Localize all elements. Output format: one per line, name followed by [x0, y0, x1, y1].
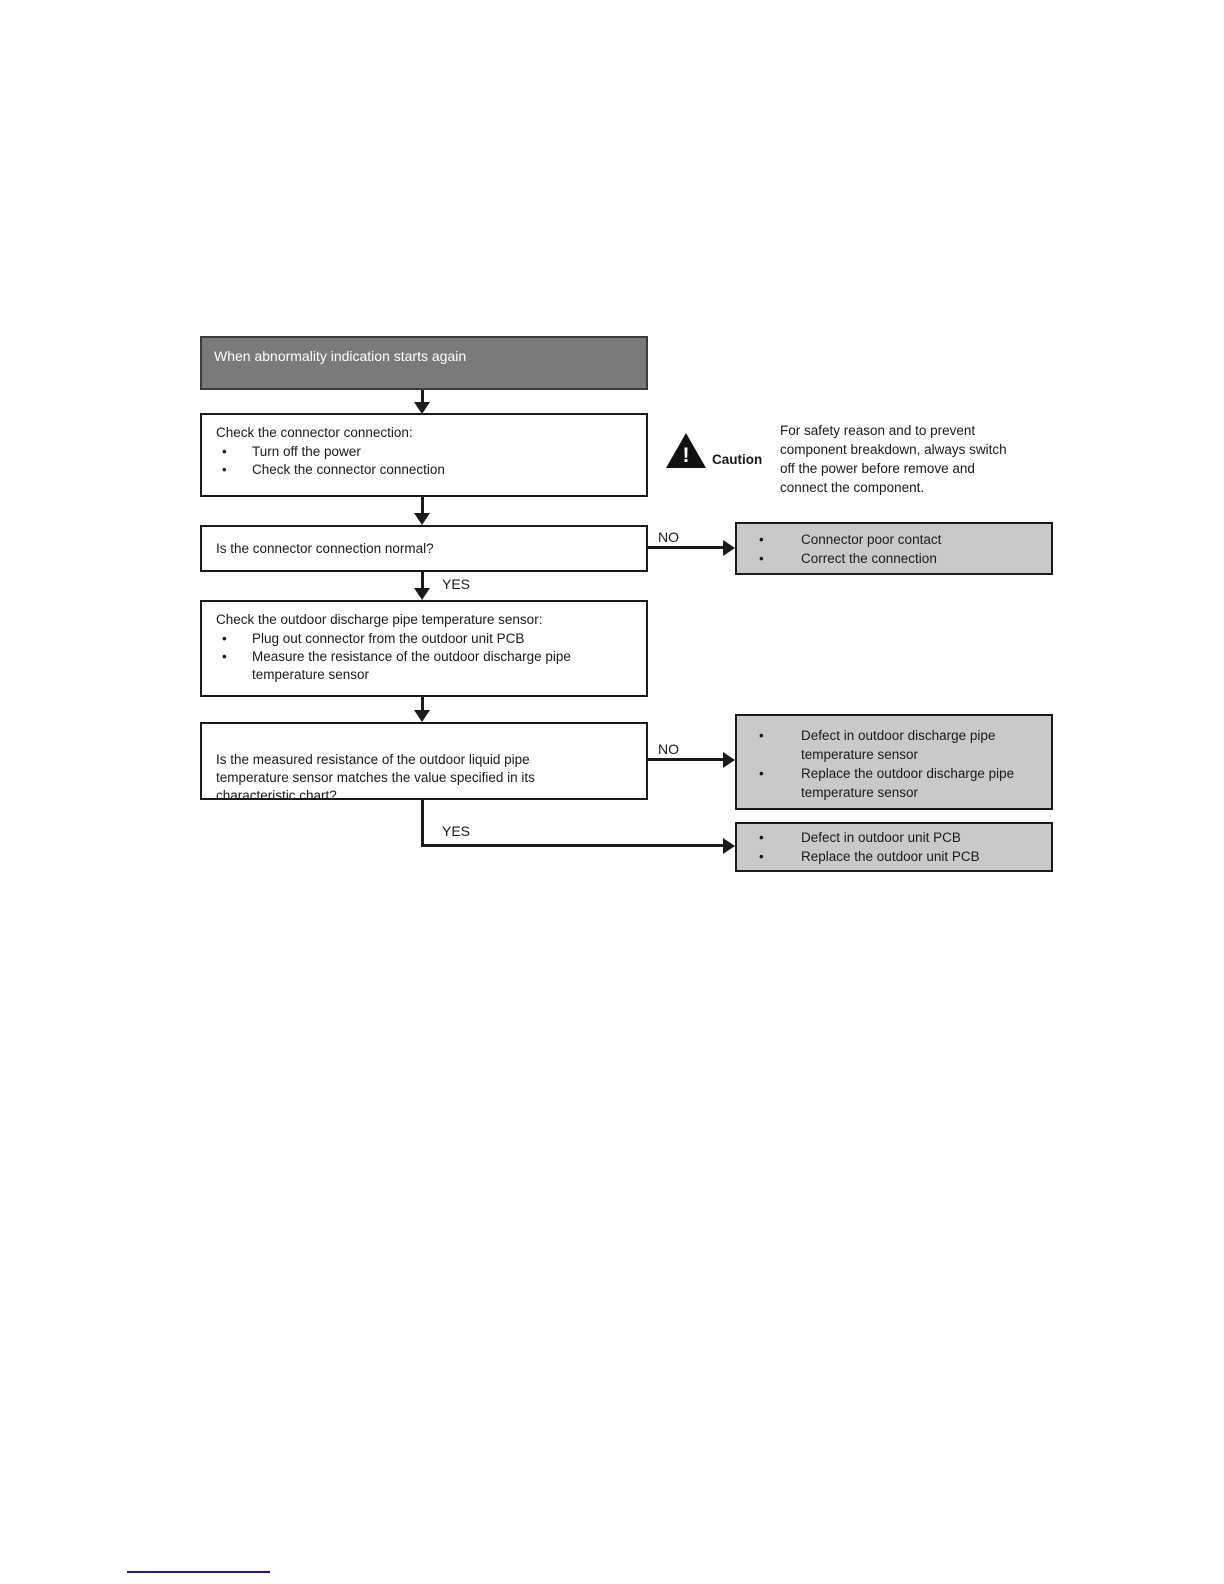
- flow-connector-line: [421, 572, 424, 590]
- branch-label-yes: YES: [442, 576, 471, 592]
- bullet-icon: •: [222, 631, 227, 646]
- flow-node-check-sensor: Check the outdoor discharge pipe tempera…: [200, 600, 648, 697]
- list-item: • Replace the outdoor discharge pipe tem…: [745, 764, 1043, 802]
- list-item: • Correct the connection: [745, 549, 1043, 568]
- flow-node-result-sensor-defect: • Defect in outdoor discharge pipe tempe…: [735, 714, 1053, 810]
- list-item-text: Plug out connector from the outdoor unit…: [252, 631, 525, 646]
- arrow-right-icon: [723, 540, 735, 556]
- list-item: • Connector poor contact: [745, 530, 1043, 549]
- list-item-text: Defect in outdoor discharge pipe tempera…: [801, 728, 996, 762]
- flow-question-text: Is the connector connection normal?: [216, 540, 434, 556]
- arrow-down-icon: [414, 710, 430, 722]
- flow-node-title: Check the connector connection:: [216, 425, 413, 440]
- flow-node-title: Check the outdoor discharge pipe tempera…: [216, 612, 543, 627]
- flow-node-question-connector: Is the connector connection normal?: [200, 525, 648, 572]
- list-item-text: Correct the connection: [801, 550, 937, 566]
- flow-node-start-label: When abnormality indication starts again: [214, 348, 467, 364]
- list-item: • Plug out connector from the outdoor un…: [216, 630, 634, 648]
- list-item: • Measure the resistance of the outdoor …: [216, 648, 634, 684]
- list-item-text: Measure the resistance of the outdoor di…: [252, 649, 571, 682]
- branch-label-no: NO: [658, 741, 679, 757]
- list-item-text: Replace the outdoor discharge pipe tempe…: [801, 766, 1015, 800]
- list-item-text: Turn off the power: [252, 444, 361, 459]
- arrow-right-icon: [723, 838, 735, 854]
- bullet-icon: •: [759, 830, 764, 845]
- list-item-text: Check the connector connection: [252, 462, 445, 477]
- list-item: • Replace the outdoor unit PCB: [745, 847, 1043, 866]
- arrow-down-icon: [414, 588, 430, 600]
- branch-label-yes: YES: [442, 823, 471, 839]
- branch-label-no: NO: [658, 529, 679, 545]
- flow-node-result-pcb-defect: • Defect in outdoor unit PCB • Replace t…: [735, 822, 1053, 872]
- list-item-text: Defect in outdoor unit PCB: [801, 830, 961, 845]
- bullet-list: • Connector poor contact • Correct the c…: [737, 530, 1051, 568]
- flow-node-check-connector: Check the connector connection: • Turn o…: [200, 413, 648, 497]
- bullet-icon: •: [759, 849, 764, 864]
- exclamation-glyph: !: [682, 444, 690, 467]
- flow-connector-line: [421, 697, 424, 711]
- flow-connector-line: [421, 390, 424, 404]
- bullet-list: • Defect in outdoor discharge pipe tempe…: [737, 716, 1051, 810]
- warning-triangle-icon: !: [666, 433, 706, 468]
- caution-text: For safety reason and to prevent compone…: [780, 423, 1007, 495]
- bullet-icon: •: [222, 649, 227, 664]
- flow-connector-line: [421, 844, 724, 847]
- flow-question-text: Is the measured resistance of the outdoo…: [216, 752, 535, 803]
- list-item: • Turn off the power: [216, 443, 634, 461]
- footer-link-underline: [127, 1571, 270, 1573]
- bullet-icon: •: [759, 531, 764, 547]
- flow-node-question-resistance: Is the measured resistance of the outdoo…: [200, 722, 648, 803]
- bullet-list: • Plug out connector from the outdoor un…: [216, 630, 634, 684]
- bullet-list: • Turn off the power • Check the connect…: [216, 443, 634, 479]
- bullet-icon: •: [759, 728, 764, 743]
- flow-connector-line: [648, 546, 724, 549]
- bullet-icon: •: [759, 766, 764, 781]
- flow-connector-line: [648, 758, 724, 761]
- flow-node-start: When abnormality indication starts again: [200, 336, 648, 390]
- arrow-down-icon: [414, 402, 430, 414]
- flow-node-result-connector: • Connector poor contact • Correct the c…: [735, 522, 1053, 575]
- arrow-right-icon: [723, 752, 735, 768]
- flow-connector-line: [421, 800, 424, 847]
- list-item-text: Replace the outdoor unit PCB: [801, 849, 980, 864]
- list-item: • Defect in outdoor discharge pipe tempe…: [745, 726, 1043, 764]
- list-item: • Check the connector connection: [216, 461, 634, 479]
- bullet-icon: •: [222, 444, 227, 459]
- bullet-icon: •: [222, 462, 227, 477]
- bullet-icon: •: [759, 550, 764, 566]
- list-item-text: Connector poor contact: [801, 531, 942, 547]
- bullet-list: • Defect in outdoor unit PCB • Replace t…: [737, 828, 1051, 866]
- list-item: • Defect in outdoor unit PCB: [745, 828, 1043, 847]
- caution-label: Caution: [712, 452, 763, 467]
- flow-connector-line: [421, 497, 424, 514]
- arrow-down-icon: [414, 513, 430, 525]
